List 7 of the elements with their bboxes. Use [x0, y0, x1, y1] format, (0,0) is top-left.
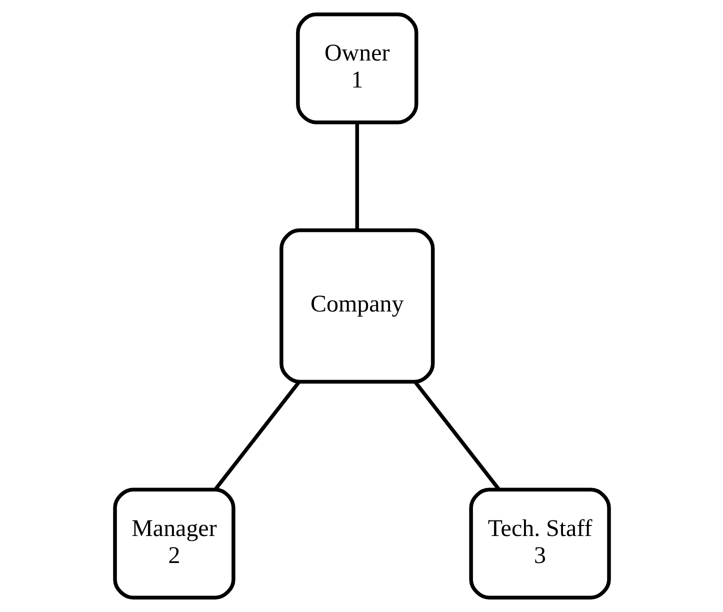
connector [214, 380, 300, 490]
connector [413, 380, 500, 490]
node-box: Tech. Staff 3 [468, 488, 610, 600]
connector [354, 122, 358, 230]
node-box: Manager 2 [112, 488, 235, 600]
node-box: Owner 1 [296, 12, 418, 124]
node-box: Company [279, 228, 434, 384]
